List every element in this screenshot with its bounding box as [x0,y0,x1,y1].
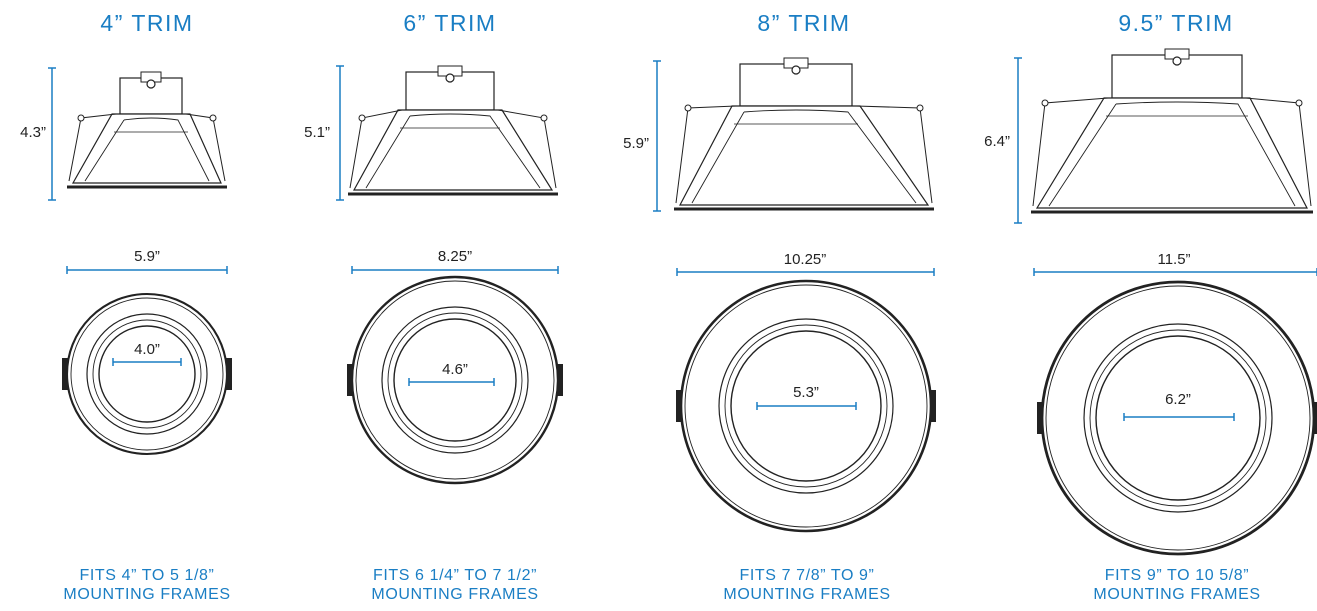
screw-terminal [1172,56,1182,66]
height-dimension-6 [336,65,344,201]
clip-tab-left [1037,402,1043,434]
outer-diameter-label-8: 10.25” [783,251,827,268]
outer-ring-inner-edge [355,280,555,480]
screw-terminal [445,73,455,83]
reflector-ring [1083,323,1273,513]
trim-title-4: 4” TRIM [100,10,194,36]
height-label-4: 4.3” [20,124,46,141]
outer-diameter-label-4: 5.9” [134,248,160,265]
housing-box [739,63,853,107]
height-label-8: 5.9” [623,135,649,152]
height-dimension-8 [653,60,661,212]
fit-caption-8-line2: MOUNTING FRAMES [723,586,891,603]
clip-tab-right [226,358,232,390]
clip-tab-right [930,390,936,422]
outer-diameter-dimension-9-5 [1033,268,1317,276]
reflector-ring [718,318,894,494]
side-view-9-5 [1031,48,1313,214]
fit-caption-6: FITS 6 1/4” TO 7 1/2” MOUNTING FRAMES [305,566,605,604]
aperture-ring [730,330,882,482]
screw-terminal [791,65,801,75]
aperture-ring [98,325,196,423]
trim-title-8: 8” TRIM [757,10,851,36]
clip-tab-left [347,364,353,396]
reflector-cone [71,113,222,184]
side-view-8 [674,57,934,211]
clip-tab-right [557,364,563,396]
clip-tab-left [62,358,68,390]
outer-ring-inner-edge [684,284,928,528]
front-view-6 [347,275,563,485]
clip-pivot-left [358,114,366,122]
reflector-ring-inner [387,312,523,448]
fit-caption-9-5-line1: FITS 9” TO 10 5/8” [1104,567,1250,584]
fit-caption-6-line1: FITS 6 1/4” TO 7 1/2” [372,567,538,584]
clip-pivot-left [684,104,692,112]
reflector-cone [679,105,930,206]
aperture-label-6: 4.6” [442,361,468,378]
outer-diameter-dimension-8 [676,268,935,276]
fit-caption-9-5: FITS 9” TO 10 5/8” MOUNTING FRAMES [1027,566,1317,604]
aperture-dimension-8 [756,402,857,410]
inner-cone [84,117,210,182]
reflector-ring [381,306,529,454]
inner-cone [691,109,917,204]
outer-ring [350,275,560,485]
reflector-ring [86,313,208,435]
outer-ring-inner-edge [70,297,224,451]
aperture-dimension-9-5 [1123,413,1235,421]
inner-cone [1048,101,1296,207]
clip-pivot-right [540,114,548,122]
clip-pivot-right [209,114,217,122]
fit-caption-6-line2: MOUNTING FRAMES [371,586,539,603]
aperture-dimension-4 [112,358,182,366]
trim-title-9-5: 9.5” TRIM [1118,10,1234,36]
reflector-ring-inner [724,324,888,488]
clip-pivot-right [1295,99,1303,107]
side-view-6 [348,65,558,196]
outer-diameter-label-9-5: 11.5” [1157,251,1191,268]
screw-terminal [146,79,156,89]
reflector-cone [352,109,554,191]
aperture-label-9-5: 6.2” [1165,391,1191,408]
height-dimension-9-5 [1014,57,1022,224]
aperture-ring [393,318,517,442]
reflector-cone [1035,97,1308,209]
outer-diameter-dimension-4 [66,266,228,274]
clip-pivot-left [77,114,85,122]
reflector-ring-inner [92,319,202,429]
fit-caption-8: FITS 7 7/8” TO 9” MOUNTING FRAMES [657,566,957,604]
outer-ring-inner-edge [1045,285,1311,551]
height-label-9-5: 6.4” [984,133,1010,150]
aperture-dimension-6 [408,378,495,386]
fit-caption-4: FITS 4” TO 5 1/8” MOUNTING FRAMES [0,566,297,604]
height-dimension-4 [48,67,56,201]
fit-caption-9-5-line2: MOUNTING FRAMES [1093,586,1261,603]
outer-ring [1040,280,1316,556]
front-view-9-5 [1037,280,1317,556]
clip-pivot-left [1041,99,1049,107]
outer-ring [65,292,229,456]
height-label-6: 5.1” [304,124,330,141]
fit-caption-8-line1: FITS 7 7/8” TO 9” [739,567,875,584]
fit-caption-4-line2: MOUNTING FRAMES [63,586,231,603]
reflector-ring-inner [1089,329,1267,507]
front-view-4 [62,292,232,456]
outer-diameter-dimension-6 [351,266,559,274]
fit-caption-4-line1: FITS 4” TO 5 1/8” [79,567,215,584]
aperture-label-8: 5.3” [793,384,819,401]
side-view-4 [67,71,227,189]
outer-diameter-label-6: 8.25” [437,248,473,265]
clip-pivot-right [916,104,924,112]
aperture-label-4: 4.0” [134,341,160,358]
trim-title-6: 6” TRIM [403,10,497,36]
aperture-ring [1095,335,1261,501]
clip-tab-left [676,390,682,422]
